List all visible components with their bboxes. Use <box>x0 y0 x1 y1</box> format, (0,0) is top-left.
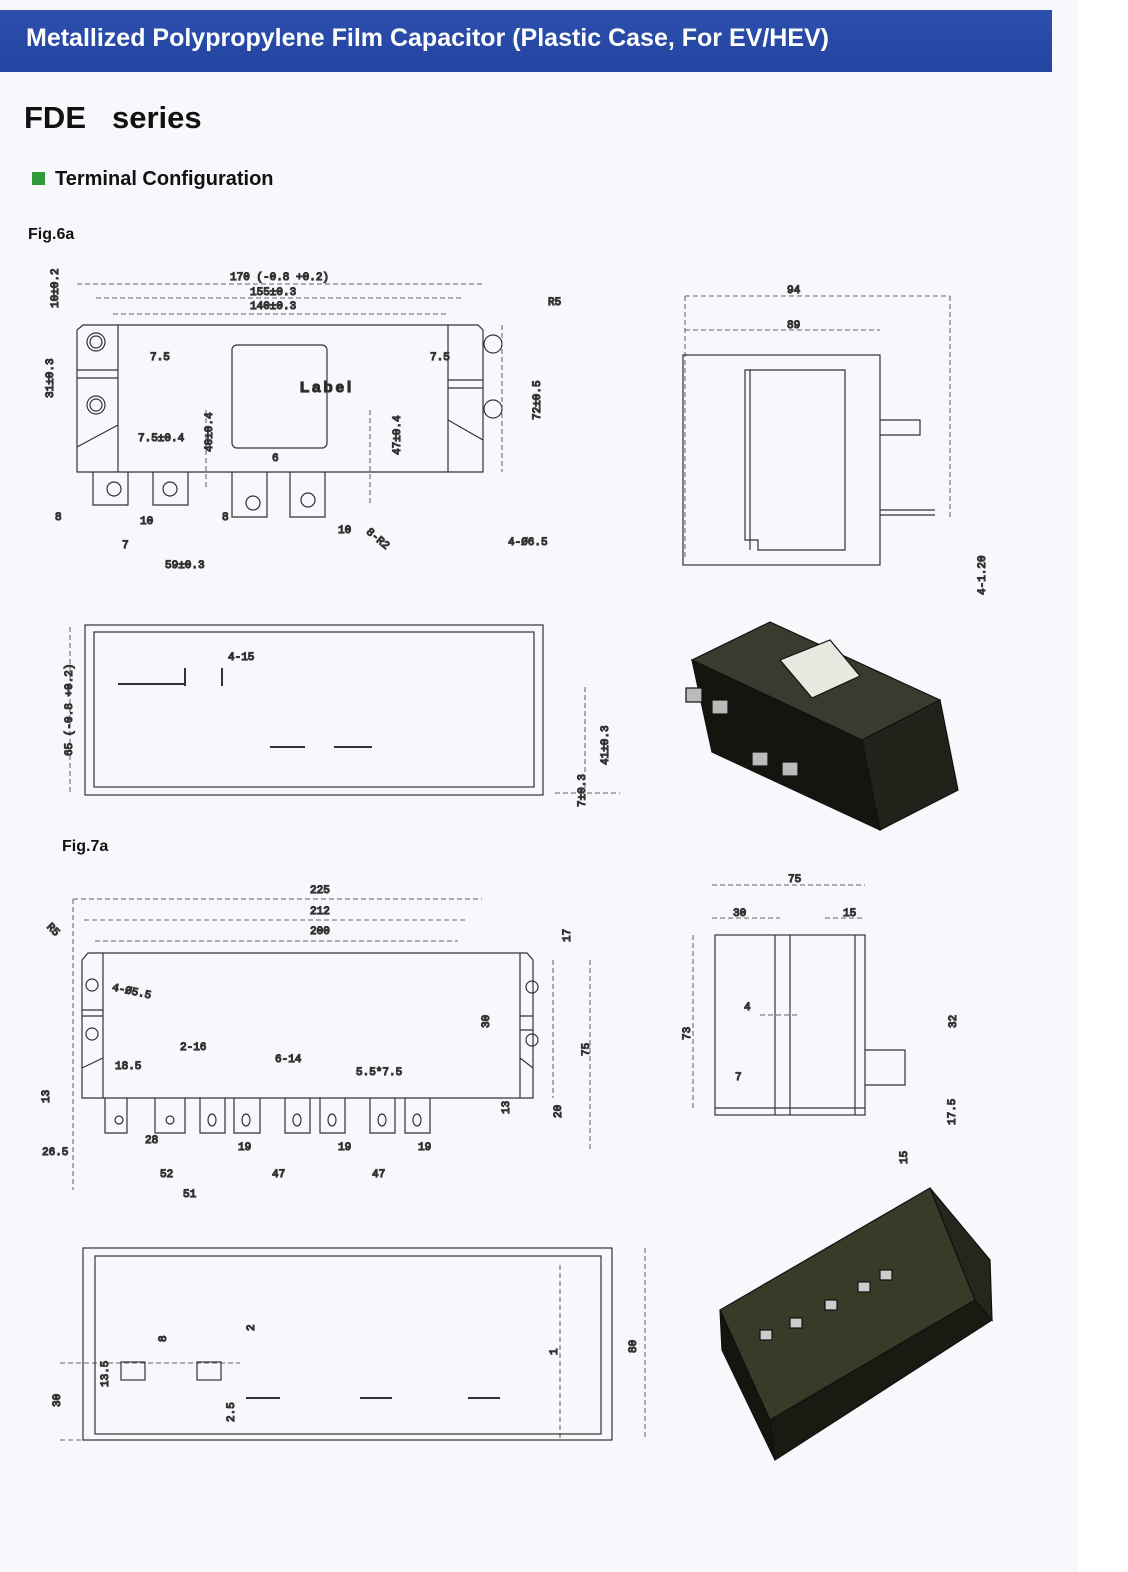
dim-label: 65 (-0.8 +0.2) <box>64 664 76 756</box>
dim-label: 7.5 <box>430 352 450 364</box>
dim-label: 13 <box>501 1101 513 1114</box>
dim-label: 19 <box>418 1142 431 1154</box>
fig6a-top-view <box>76 283 503 518</box>
fig7a-side-view <box>692 884 906 1116</box>
dim-label: 59±0.3 <box>165 560 205 572</box>
dim-label: 13 <box>41 1090 53 1103</box>
dim-label: 13.5 <box>100 1361 112 1387</box>
section-heading: Terminal Configuration <box>32 168 274 191</box>
dim-label: 155±0.3 <box>250 287 296 299</box>
dim-label: 31±0.3 <box>45 358 57 398</box>
dim-label: 47±0.4 <box>392 415 404 455</box>
dim-label: 10 <box>140 516 153 528</box>
dim-label: 7 <box>122 540 129 552</box>
dim-label: 26.5 <box>42 1147 68 1159</box>
dim-label: 212 <box>310 906 330 918</box>
green-square-icon <box>32 172 45 185</box>
dim-label: 17.5 <box>947 1099 959 1125</box>
dim-label: 10 <box>338 525 351 537</box>
series-word: series <box>112 100 202 135</box>
fig6a-bottom-view <box>69 624 620 796</box>
dim-label: 8-R2 <box>363 527 391 553</box>
dim-label: 4-Ø6.5 <box>508 537 548 549</box>
dim-label: 89 <box>787 320 800 332</box>
dim-label: 4-15 <box>228 652 254 664</box>
dim-label: 17 <box>562 929 574 942</box>
dim-label: 80 <box>628 1340 640 1353</box>
header-title: Metallized Polypropylene Film Capacitor … <box>26 24 829 52</box>
dim-label: 2 <box>246 1324 258 1331</box>
series-title: FDE series <box>24 100 202 136</box>
dim-label: 8 <box>158 1335 170 1342</box>
dim-label: 28 <box>145 1135 158 1147</box>
dim-label: 170 (-0.8 +0.2) <box>230 272 329 284</box>
dim-label: 73 <box>682 1027 694 1040</box>
dim-label: 4-1.20 <box>977 555 989 595</box>
dim-label: 8 <box>222 512 229 524</box>
dim-label: 52 <box>160 1169 173 1181</box>
dim-label: 1 <box>549 1348 561 1355</box>
dim-label: 8 <box>55 512 62 524</box>
dim-label: 6 <box>272 453 279 465</box>
dim-label: 2-16 <box>180 1042 206 1054</box>
dim-label: 47 <box>272 1169 285 1181</box>
dim-label: 18.5 <box>115 1061 141 1073</box>
dim-label: 30 <box>733 908 746 920</box>
fig7a-top-view <box>72 898 591 1190</box>
dim-label: R5 <box>44 922 62 940</box>
series-code: FDE <box>24 100 86 135</box>
dim-label: 41±0.3 <box>600 725 612 765</box>
page-margin <box>1078 0 1128 1572</box>
dim-label: 4-Ø5.5 <box>111 982 152 1002</box>
dim-label: 15 <box>843 908 856 920</box>
dim-label: 19 <box>338 1142 351 1154</box>
dim-label: 7.5±0.4 <box>138 433 185 445</box>
capacitor-3d-render-7a <box>719 1187 993 1462</box>
dim-label: 4 <box>744 1002 751 1014</box>
section-title: Terminal Configuration <box>55 168 274 190</box>
dim-label: 75 <box>581 1043 593 1056</box>
dim-label: 140±0.3 <box>250 301 296 313</box>
dim-label: 2.5 <box>226 1402 238 1422</box>
label-box-text: Label <box>300 379 354 396</box>
fig6a-side-view <box>682 295 951 566</box>
dim-label: 15 <box>899 1151 911 1164</box>
capacitor-3d-render-6a <box>685 621 959 832</box>
dim-label: 51 <box>183 1189 197 1201</box>
dim-label: 20 <box>553 1105 565 1118</box>
dim-label: 72±0.5 <box>532 380 544 420</box>
fig-7a-label: Fig.7a <box>62 838 109 855</box>
dim-label: 75 <box>788 874 801 886</box>
dim-label: 19 <box>238 1142 251 1154</box>
header-banner: Metallized Polypropylene Film Capacitor … <box>0 10 1052 72</box>
dim-label: 5.5*7.5 <box>356 1067 402 1079</box>
dim-label: 7±0.3 <box>577 774 589 807</box>
dim-label: 32 <box>948 1015 960 1028</box>
dim-label: 7 <box>735 1072 742 1084</box>
dim-label: 10±0.2 <box>50 268 62 308</box>
dim-label: R5 <box>548 297 561 309</box>
dim-label: 200 <box>310 926 330 938</box>
fig7a-bottom-view <box>60 1247 646 1441</box>
dim-label: 225 <box>310 885 330 897</box>
dim-label: 30 <box>481 1015 493 1028</box>
dim-label: 40±0.4 <box>204 412 216 452</box>
dim-label: 47 <box>372 1169 385 1181</box>
dim-label: 30 <box>52 1394 64 1407</box>
dim-label: 6-14 <box>275 1054 302 1066</box>
dim-label: 94 <box>787 285 801 297</box>
dim-label: 7.5 <box>150 352 170 364</box>
fig-6a-label: Fig.6a <box>28 226 75 243</box>
